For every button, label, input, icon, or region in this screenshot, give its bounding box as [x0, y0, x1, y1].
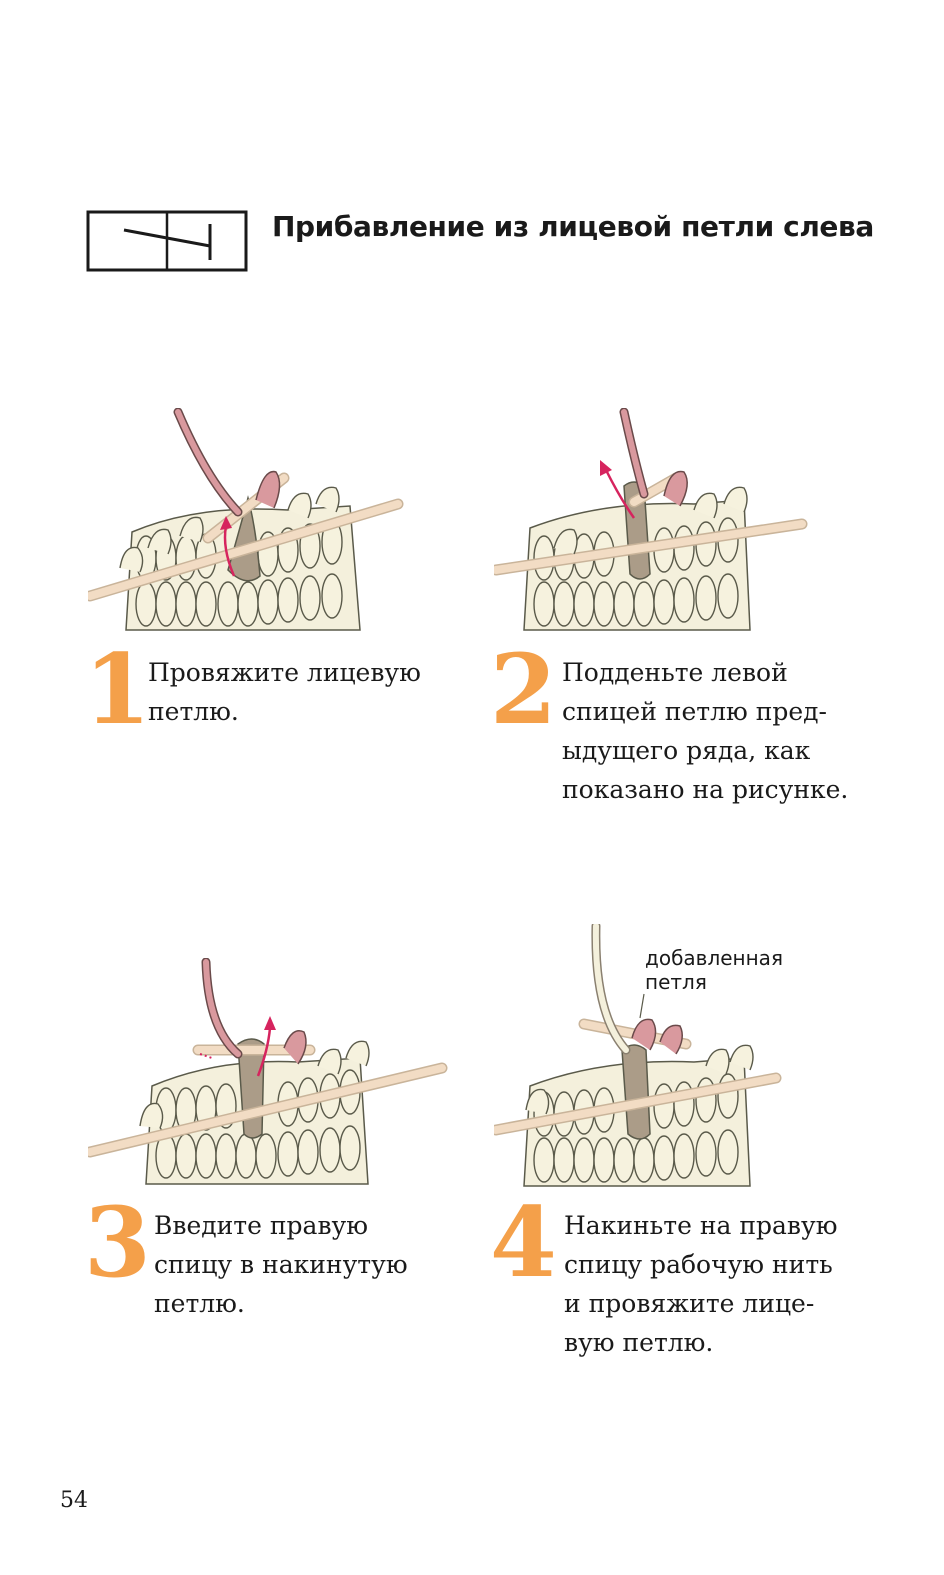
step-2-line-4: показано на рисунке. — [562, 775, 849, 804]
step-4-line-1: Накиньте на правую — [564, 1211, 838, 1240]
knitting-illustration-step-2 — [494, 408, 808, 631]
step-3-line-1: Введите правую — [154, 1211, 368, 1240]
step-number-1: 1 — [84, 633, 151, 746]
stitch-symbol-icon — [86, 210, 248, 272]
step-text-2: Подденьте левой спицей петлю пред- ыдуще… — [562, 653, 862, 809]
step-number-2: 2 — [490, 633, 557, 746]
knitting-illustration-step-3 — [88, 958, 448, 1185]
step-text-3: Введите правую спицу в накинутую петлю. — [154, 1206, 454, 1323]
added-loop-label-line-1: добавленная — [645, 946, 783, 970]
step-2-line-3: ыдущего ряда, как — [562, 736, 811, 765]
added-loop-label: добавленная петля — [645, 946, 783, 994]
step-number-4: 4 — [490, 1186, 557, 1299]
step-4-line-2: спицу рабочую нить — [564, 1250, 833, 1279]
step-2-line-1: Подденьте левой — [562, 658, 788, 687]
knitting-illustration-step-1 — [88, 408, 404, 631]
page-number: 54 — [60, 1488, 88, 1513]
step-number-3: 3 — [84, 1186, 151, 1299]
step-3-line-2: спицу в накинутую — [154, 1250, 408, 1279]
step-1-line-1: Провяжите лицевую — [148, 658, 421, 687]
step-2-line-2: спицей петлю пред- — [562, 697, 827, 726]
step-text-4: Накиньте на правую спицу рабочую нить и … — [564, 1206, 864, 1362]
knitting-illustration-step-4 — [494, 924, 782, 1187]
added-loop-label-line-2: петля — [645, 970, 707, 994]
step-text-1: Провяжите лицевую петлю. — [148, 653, 448, 731]
step-3-line-3: петлю. — [154, 1289, 245, 1318]
step-1-line-2: петлю. — [148, 697, 239, 726]
page-title: Прибавление из лицевой петли слева — [272, 210, 874, 243]
step-4-line-3: и провяжите лице- — [564, 1289, 815, 1318]
step-4-line-4: вую петлю. — [564, 1328, 714, 1357]
